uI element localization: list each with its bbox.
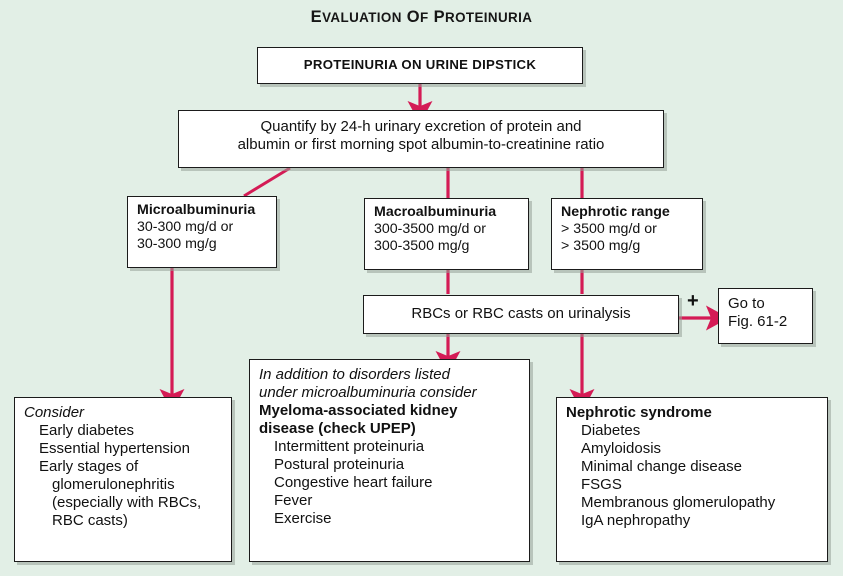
node-rbc-urinalysis[interactable]: RBCs or RBC casts on urinalysis (363, 295, 679, 334)
nephrotic-syndrome-item-6: IgA nephropathy (581, 512, 691, 529)
nephrotic-syndrome-heading: Nephrotic syndrome (566, 404, 712, 421)
microalbuminuria-heading: Microalbuminuria (137, 202, 256, 218)
consider-item-2: Essential hypertension (39, 440, 190, 457)
consider-subitem-3: RBC casts) (52, 512, 128, 529)
node-microalbuminuria[interactable]: Microalbuminuria 30-300 mg/d or 30-300 m… (127, 196, 277, 268)
myeloma-bold-line-1: Myeloma-associated kidney (259, 402, 458, 419)
plus-sign-annotation: + (687, 290, 699, 312)
microalbuminuria-line-2: 30-300 mg/g (137, 236, 217, 253)
node-nephrotic-range[interactable]: Nephrotic range > 3500 mg/d or > 3500 mg… (551, 198, 703, 270)
consider-item-3: Early stages of (39, 458, 139, 475)
consider-heading: Consider (24, 404, 85, 421)
myeloma-italic-line-1: In addition to disorders listed (259, 366, 450, 383)
quantify-line-2: albumin or first morning spot albumin-to… (237, 136, 605, 153)
node-myeloma[interactable]: In addition to disorders listed under mi… (249, 359, 530, 562)
consider-subitem-1: glomerulonephritis (52, 476, 175, 493)
node-macroalbuminuria[interactable]: Macroalbuminuria 300-3500 mg/d or 300-35… (364, 198, 529, 270)
nephrotic-syndrome-item-3: Minimal change disease (581, 458, 742, 475)
macroalbuminuria-heading: Macroalbuminuria (374, 204, 497, 220)
dipstick-label: PROTEINURIA ON URINE DIPSTICK (303, 57, 537, 72)
consider-item-1: Early diabetes (39, 422, 135, 439)
rbc-urinalysis-label: RBCs or RBC casts on urinalysis (411, 305, 631, 322)
goto-fig-line-2: Fig. 61-2 (728, 313, 788, 330)
macroalbuminuria-line-1: 300-3500 mg/d or (374, 221, 486, 238)
title-part-1-first: E (310, 8, 323, 26)
nephrotic-range-line-2: > 3500 mg/g (561, 238, 641, 255)
quantify-line-1: Quantify by 24-h urinary excretion of pr… (260, 118, 582, 135)
nephrotic-syndrome-item-1: Diabetes (581, 422, 641, 439)
node-consider[interactable]: Consider Early diabetes Essential hypert… (14, 397, 232, 562)
title-part-3-first: P (433, 8, 445, 26)
myeloma-item-3: Congestive heart failure (274, 474, 433, 491)
node-dipstick[interactable]: PROTEINURIA ON URINE DIPSTICK (257, 47, 583, 84)
node-nephrotic-syndrome[interactable]: Nephrotic syndrome Diabetes Amyloidosis … (556, 397, 828, 562)
title-part-2-rest: F (420, 10, 429, 25)
myeloma-italic-line-2: under microalbuminuria consider (259, 384, 477, 401)
title-part-2-first: O (406, 8, 421, 26)
connector-quantify-to-microalbuminuria (243, 166, 291, 198)
page-title: EVALUATION OF PROTEINURIA (0, 8, 843, 27)
myeloma-item-1: Intermittent proteinuria (274, 438, 425, 455)
microalbuminuria-line-1: 30-300 mg/d or (137, 219, 234, 236)
goto-fig-line-1: Go to (728, 295, 765, 312)
nephrotic-syndrome-item-2: Amyloidosis (581, 440, 662, 457)
nephrotic-syndrome-item-4: FSGS (581, 476, 622, 493)
macroalbuminuria-line-2: 300-3500 mg/g (374, 238, 470, 255)
consider-subitem-2: (especially with RBCs, (52, 494, 202, 511)
node-quantify[interactable]: Quantify by 24-h urinary excretion of pr… (178, 110, 664, 168)
myeloma-item-2: Postural proteinuria (274, 456, 405, 473)
nephrotic-syndrome-item-5: Membranous glomerulopathy (581, 494, 776, 511)
title-part-3-rest: ROTEINURIA (445, 10, 533, 25)
node-goto-fig[interactable]: Go to Fig. 61-2 (718, 288, 813, 344)
myeloma-item-5: Exercise (274, 510, 332, 527)
myeloma-item-4: Fever (274, 492, 313, 509)
title-part-1-rest: VALUATION (322, 10, 402, 25)
nephrotic-range-line-1: > 3500 mg/d or (561, 221, 657, 238)
nephrotic-range-heading: Nephrotic range (561, 204, 670, 220)
myeloma-bold-line-2: disease (check UPEP) (259, 420, 416, 437)
